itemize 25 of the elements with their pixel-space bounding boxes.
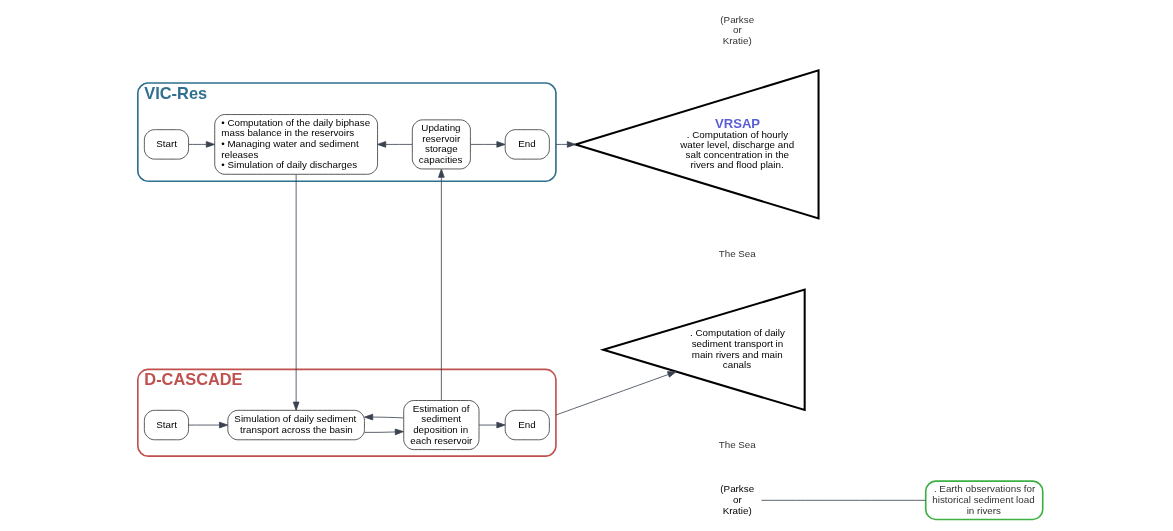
node-box: Simulation of daily sediment transport across the basin	[226, 409, 365, 441]
connector	[760, 499, 926, 501]
arrow	[437, 168, 445, 401]
node-box: . Earth observations for historical sediment load in rivers	[924, 480, 1044, 521]
node-box: End	[504, 409, 550, 441]
arrow	[555, 141, 576, 148]
node-label: The Sea	[718, 247, 756, 259]
node-text: (Parkse or Kratie)	[719, 483, 754, 516]
node-box: Estimation of sediment deposition in each reservoir	[402, 400, 479, 450]
arrow	[469, 141, 505, 148]
node-box: Updating reservoir storage capacities	[411, 119, 471, 170]
node-box: • Computation of the daily biphase mass balance in the reservoirs • Managing water and sediment releases • Simulation of daily discharges	[213, 114, 378, 175]
arrow	[478, 421, 505, 429]
node-box: Start	[143, 129, 189, 160]
node-label: (Parkse or Kratie)	[719, 13, 754, 46]
arrow	[363, 428, 404, 436]
arrow	[363, 413, 404, 421]
arrow	[292, 174, 299, 411]
arrow	[187, 141, 215, 148]
node-box: End	[504, 129, 550, 160]
node-box: Start	[143, 409, 189, 441]
node-label: The Sea	[718, 439, 756, 451]
arrow	[555, 371, 676, 416]
arrow	[187, 421, 228, 429]
arrow	[376, 141, 413, 148]
